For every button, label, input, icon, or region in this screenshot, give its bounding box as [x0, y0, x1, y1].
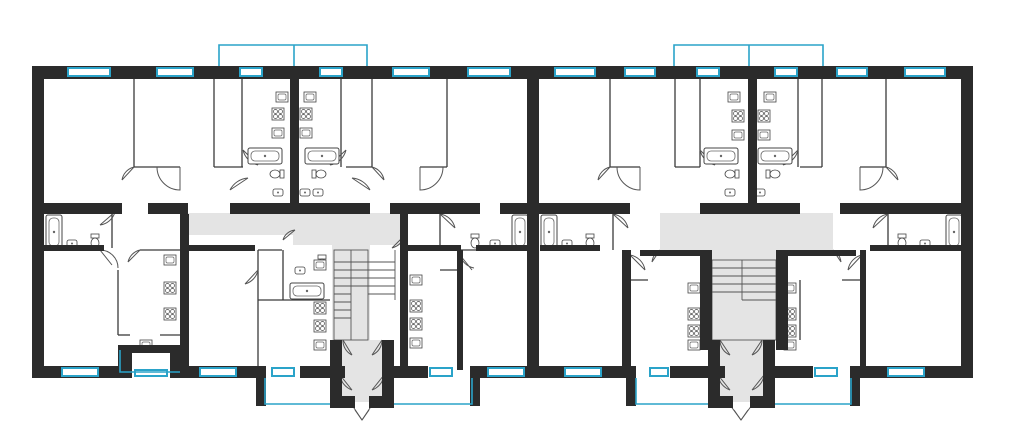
balconies — [119, 44, 852, 405]
right-entrance-vestibule — [718, 340, 764, 402]
right-stair — [711, 259, 777, 341]
left-entrance — [354, 409, 370, 421]
left-stair — [333, 249, 396, 341]
entrances — [354, 409, 749, 421]
right-entrance — [733, 409, 749, 421]
left-entrance-vestibule — [340, 340, 384, 402]
windows — [61, 67, 946, 377]
